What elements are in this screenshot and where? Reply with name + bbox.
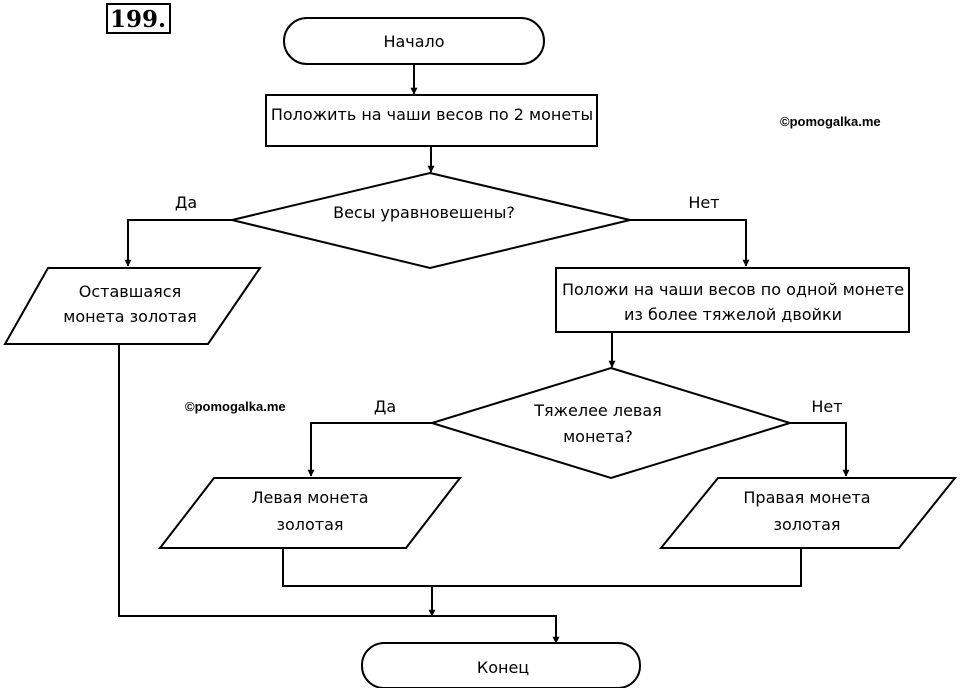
balanced-yes-label: Да bbox=[175, 193, 197, 212]
arrow-left-heavier-yes bbox=[307, 422, 432, 477]
remaining-gold-node: Оставшаяся монета золотая bbox=[3, 267, 262, 345]
watermark-middle: ©pomogalka.me bbox=[185, 399, 286, 414]
weigh-one-line1: Положи на чаши весов по одной монете bbox=[562, 280, 904, 299]
watermark-top: ©pomogalka.me bbox=[780, 114, 881, 129]
left-gold-line2: золотая bbox=[276, 515, 343, 534]
problem-number-text: 199. bbox=[110, 6, 166, 33]
remaining-gold-line2: монета золотая bbox=[63, 307, 196, 326]
problem-number: 199. bbox=[106, 3, 171, 34]
weigh-one-node: Положи на чаши весов по одной монете из … bbox=[555, 267, 910, 333]
arrow-left-heavier-no bbox=[790, 422, 850, 477]
right-gold-line1: Правая монета bbox=[743, 488, 870, 507]
weigh-one-line2: из более тяжелой двойки bbox=[624, 305, 842, 324]
weigh-two-label: Положить на чаши весов по 2 монеты bbox=[271, 105, 593, 124]
left-gold-io bbox=[157, 477, 463, 549]
balanced-decision-node: Весы уравновешены? bbox=[231, 171, 631, 270]
remaining-gold-io bbox=[3, 267, 262, 345]
balanced-no-label: Нет bbox=[688, 193, 719, 212]
left-gold-line1: Левая монета bbox=[251, 488, 368, 507]
remaining-gold-line1: Оставшаяся bbox=[79, 282, 181, 301]
arrow-balanced-yes bbox=[124, 219, 232, 267]
balanced-decision bbox=[231, 171, 631, 270]
left-heavier-decision bbox=[428, 366, 794, 480]
left-heavier-line2: монета? bbox=[563, 427, 633, 446]
arrow-balanced-no bbox=[630, 219, 750, 267]
left-heavier-line1: Тяжелее левая bbox=[533, 401, 662, 420]
end-label: Конец bbox=[477, 658, 529, 677]
right-gold-line2: золотая bbox=[773, 515, 840, 534]
weigh-one-process bbox=[555, 267, 910, 333]
left-gold-node: Левая монета золотая bbox=[157, 477, 463, 549]
balanced-question-label: Весы уравновешены? bbox=[333, 203, 515, 222]
end-node: Конец bbox=[361, 642, 641, 688]
right-gold-io bbox=[658, 477, 958, 549]
weigh-two-process bbox=[265, 94, 598, 147]
left-heavier-decision-node: Тяжелее левая монета? bbox=[428, 366, 794, 480]
start-node: Начало bbox=[283, 17, 545, 65]
end-terminator bbox=[361, 642, 641, 688]
start-terminator bbox=[283, 17, 545, 65]
left-heavier-no-label: Нет bbox=[811, 397, 842, 416]
weigh-two-node: Положить на чаши весов по 2 монеты bbox=[265, 94, 598, 147]
start-label: Начало bbox=[383, 32, 444, 51]
problem-number-box bbox=[106, 3, 171, 34]
right-gold-node: Правая монета золотая bbox=[658, 477, 958, 549]
left-heavier-yes-label: Да bbox=[374, 397, 396, 416]
